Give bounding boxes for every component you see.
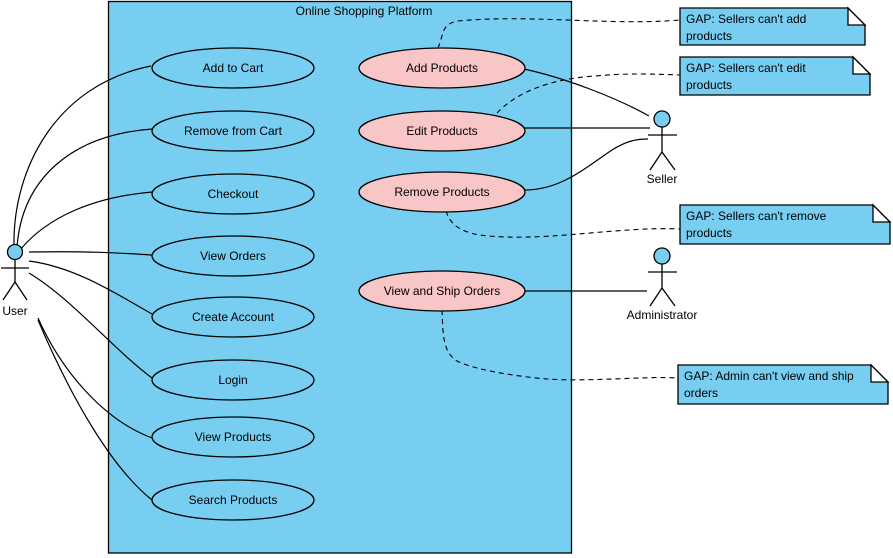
- use-case-add-to-cart-shape[interactable]: [151, 47, 315, 89]
- note-gap-add-fold-icon: [847, 6, 867, 26]
- use-case-edit-products-shape[interactable]: [358, 110, 526, 152]
- association-seller-add-products: [523, 68, 650, 117]
- use-case-view-products-shape[interactable]: [151, 416, 315, 458]
- association-user-search-products: [37, 319, 153, 501]
- association-user-checkout: [19, 191, 153, 251]
- association-user-view-orders: [28, 251, 153, 256]
- note-gap-remove-fold-icon: [872, 203, 892, 223]
- use-case-search-products-shape[interactable]: [151, 479, 315, 521]
- seller-associations: [521, 68, 650, 191]
- note-anchors: [437, 18, 681, 381]
- use-case-checkout-shape[interactable]: [151, 173, 315, 215]
- note-gap-add-shape[interactable]: [679, 7, 866, 46]
- actor-administrator-head: [653, 247, 671, 265]
- association-user-login: [28, 272, 153, 379]
- actor-seller-left-leg: [649, 151, 663, 171]
- actor-user-right-leg: [14, 281, 28, 301]
- use-case-remove-products-shape[interactable]: [358, 171, 526, 213]
- anchor-remove-products-note: [445, 210, 681, 238]
- actor-seller-right-leg: [661, 151, 676, 171]
- association-user-view-products: [37, 317, 153, 439]
- use-case-create-account-shape[interactable]: [151, 296, 315, 338]
- user-use-cases: [151, 47, 315, 521]
- use-case-view-and-ship-orders-shape[interactable]: [358, 270, 526, 312]
- use-case-view-orders-shape[interactable]: [151, 235, 315, 277]
- association-user-create-account: [28, 260, 153, 315]
- use-case-login-shape[interactable]: [151, 359, 315, 401]
- association-user-remove-from-cart: [16, 128, 153, 248]
- association-seller-remove-products: [521, 138, 649, 191]
- association-user-add-to-cart: [13, 65, 152, 246]
- note-gap-admin-shape[interactable]: [677, 364, 889, 405]
- note-gap-admin-fold-icon: [870, 363, 890, 383]
- actor-administrator-right-leg: [661, 287, 676, 307]
- note-gap-edit-shape[interactable]: [679, 56, 871, 96]
- user-associations: [13, 65, 153, 501]
- actor-user-head: [6, 243, 24, 261]
- use-case-add-products-shape[interactable]: [358, 47, 526, 89]
- gap-use-cases: [358, 47, 526, 312]
- note-gap-edit-fold-icon: [852, 55, 872, 75]
- actor-administrator[interactable]: [648, 247, 677, 307]
- actor-seller[interactable]: [648, 110, 677, 171]
- gap-notes: [677, 6, 892, 405]
- actor-administrator-left-leg: [649, 287, 663, 307]
- anchor-edit-products-note: [496, 73, 681, 114]
- use-case-remove-from-cart-shape[interactable]: [151, 110, 315, 152]
- actor-user-left-leg: [2, 281, 16, 301]
- anchor-admin-note: [441, 309, 679, 381]
- note-gap-remove-shape[interactable]: [679, 204, 891, 245]
- anchor-add-products-note: [437, 18, 681, 49]
- actor-user[interactable]: [1, 243, 29, 301]
- actor-seller-head: [653, 110, 671, 128]
